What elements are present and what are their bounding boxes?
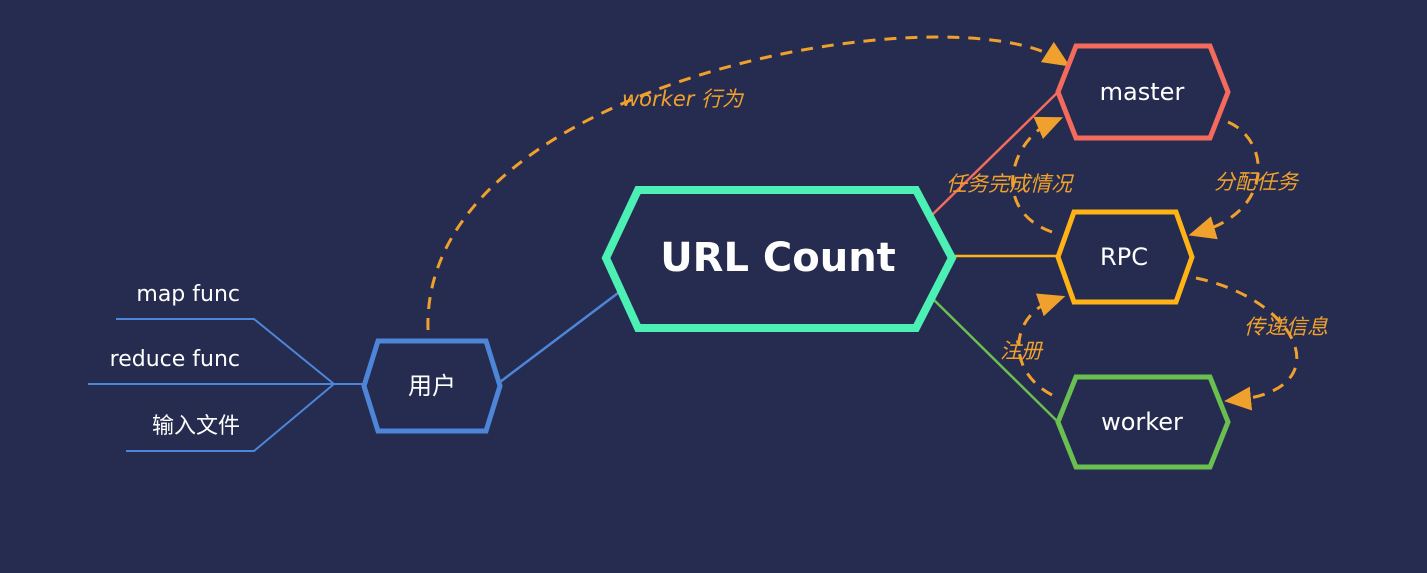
arrow-assign-task <box>1188 120 1260 240</box>
label-assign-task: 分配任务 <box>1214 170 1300 194</box>
input-files: 输入文件 <box>152 414 240 439</box>
input-reduce-func: reduce func <box>110 347 240 372</box>
label-worker-behavior: worker 行为 <box>622 87 745 111</box>
connector-center-worker <box>931 297 1059 423</box>
rpc-node-label: RPC <box>1100 243 1148 271</box>
connector-center-master <box>931 91 1059 216</box>
center-node[interactable]: URL Count <box>601 186 957 332</box>
master-node-label: master <box>1100 78 1185 106</box>
connector-user-center <box>499 289 623 383</box>
arrow-task-status <box>1011 116 1064 234</box>
worker-node-label: worker <box>1101 408 1183 436</box>
rpc-node[interactable]: RPC <box>1055 209 1195 305</box>
user-node-label: 用户 <box>408 372 456 400</box>
user-node[interactable]: 用户 <box>361 338 503 434</box>
arrow-worker-behavior <box>426 35 1071 331</box>
master-node[interactable]: master <box>1055 43 1231 141</box>
worker-node[interactable]: worker <box>1055 374 1231 470</box>
input-map-func: map func <box>136 282 240 307</box>
arrow-register <box>1017 293 1066 397</box>
connector-input-files <box>126 383 335 452</box>
connector-map-func <box>116 318 335 385</box>
label-task-status: 任务完成情况 <box>946 172 1075 196</box>
label-register: 注册 <box>1000 339 1044 363</box>
center-node-label: URL Count <box>660 235 896 281</box>
label-pass-info: 传递信息 <box>1244 315 1328 339</box>
